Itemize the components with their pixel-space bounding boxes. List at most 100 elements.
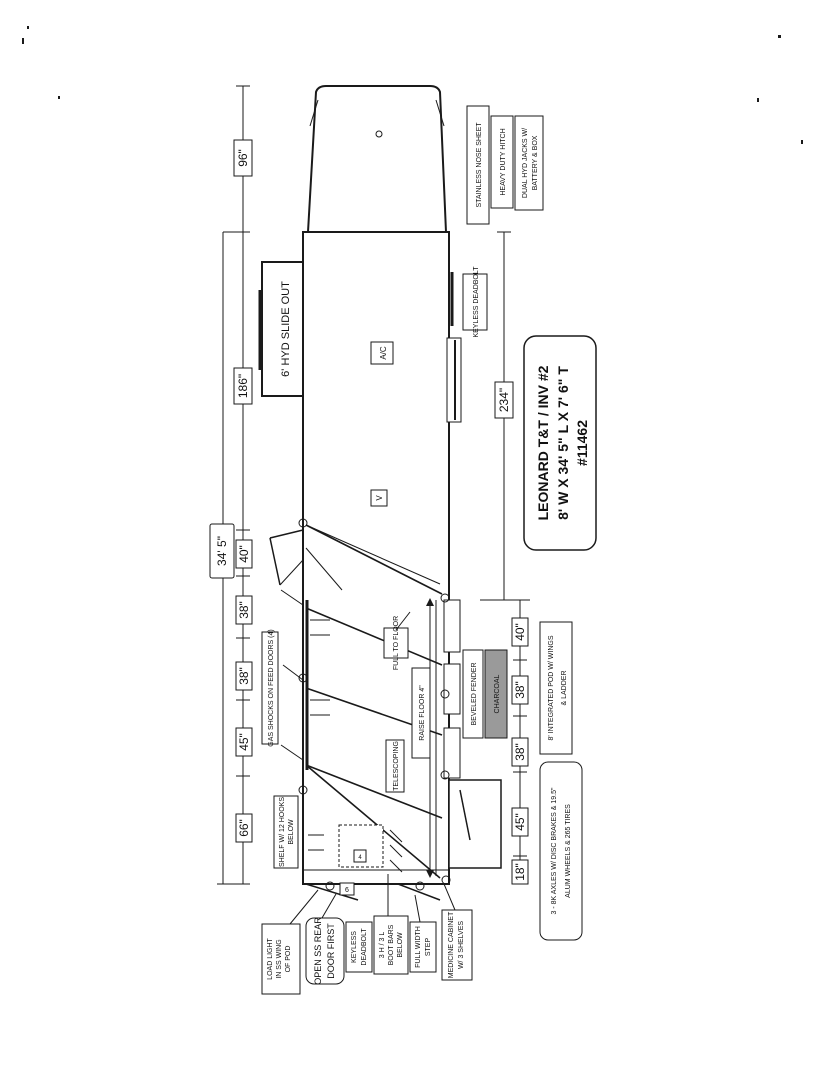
callout-telescoping: TELESCOPING bbox=[385, 739, 405, 793]
title-block: LEONARD T&T / INV #2 8' W X 34' 5" L X 7… bbox=[523, 335, 597, 551]
feed-door-ticks bbox=[310, 619, 330, 716]
dim-234: 234" bbox=[494, 381, 514, 419]
leader-lines bbox=[289, 611, 456, 925]
trailer-outline bbox=[302, 85, 450, 885]
callout-axles: 3 - 8K AXLES W/ DISC BRAKES & 19.5" ALUM… bbox=[539, 761, 583, 941]
dim-bottom-18: 18" bbox=[511, 859, 529, 885]
callout-boot-bars-line1: 3 H / 3 L bbox=[379, 932, 386, 959]
callout-keyless-side-text: KEYLESS DEADBOLT bbox=[473, 266, 480, 338]
title-line2: 8' W X 34' 5" L X 7' 6" T bbox=[555, 366, 571, 520]
rear-number-6: 6 bbox=[345, 887, 349, 894]
callout-boot-bars: 3 H / 3 L BOOT BARS BELOW bbox=[373, 915, 409, 975]
callout-shelf-hooks-line1: SHELF W/ 12 HOOKS bbox=[279, 797, 286, 867]
light-icon-1 bbox=[298, 518, 308, 528]
callout-boot-bars-line2: BOOT BARS bbox=[388, 924, 395, 965]
callout-axles-line1: 3 - 8K AXLES W/ DISC BRAKES & 19.5" bbox=[551, 787, 558, 914]
light-icons bbox=[298, 518, 451, 891]
callout-full-to-floor: FULL TO FLOOR bbox=[383, 616, 409, 670]
dim-top-45: 45" bbox=[235, 727, 253, 757]
callout-stainless-nose: STAINLESS NOSE SHEET bbox=[466, 105, 490, 225]
dim-top-45-text: 45" bbox=[237, 733, 251, 751]
dim-top-38b: 38" bbox=[235, 661, 253, 691]
callout-beveled-fender: BEVELED FENDER bbox=[462, 649, 484, 739]
rack-number-4: 4 bbox=[358, 855, 362, 861]
callout-jacks-line2: BATTERY & BOX bbox=[532, 135, 539, 190]
callout-full-width: FULL WIDTH STEP bbox=[409, 921, 437, 973]
callout-shelf-hooks-line2: BELOW bbox=[288, 819, 295, 845]
callout-full-width-line1: FULL WIDTH bbox=[415, 926, 422, 968]
callout-load-light: LOAD LIGHT IN SS WING OF POD bbox=[261, 923, 301, 995]
callout-shelf-hooks: SHELF W/ 12 HOOKS BELOW bbox=[273, 795, 299, 869]
dim-top-40: 40" bbox=[235, 539, 253, 569]
left-side-openings bbox=[280, 589, 309, 770]
callout-keyless-side: KEYLESS DEADBOLT bbox=[462, 266, 488, 338]
integrated-pod bbox=[448, 779, 502, 869]
light-icon-2 bbox=[440, 593, 450, 603]
callout-gas-shocks: GAS SHOCKS ON FEED DOORS (4) bbox=[261, 629, 279, 747]
callout-pod-line2: & LADDER bbox=[561, 670, 568, 705]
right-side-openings bbox=[443, 272, 462, 779]
callout-raise-floor: RAISE FLOOR 4" bbox=[411, 667, 431, 759]
light-icon-4 bbox=[440, 689, 450, 699]
callout-charcoal: CHARCOAL bbox=[484, 649, 508, 739]
callout-open-ss: OPEN SS REAR DOOR FIRST bbox=[305, 917, 345, 985]
dim-top-38b-text: 38" bbox=[237, 667, 251, 685]
dim-top-38: 38" bbox=[235, 595, 253, 625]
callout-jacks: DUAL HYD JACKS W/ BATTERY & BOX bbox=[514, 115, 544, 211]
callout-jacks-line1: DUAL HYD JACKS W/ bbox=[522, 128, 529, 198]
dim-186-text: 186" bbox=[236, 374, 250, 398]
callout-boot-bars-line3: BELOW bbox=[397, 932, 404, 958]
callout-hitch: HEAVY DUTY HITCH bbox=[490, 115, 514, 209]
callout-open-ss-line1: OPEN SS REAR bbox=[313, 917, 323, 985]
callout-medicine-line1: MEDICINE CABINET bbox=[448, 911, 455, 978]
dim-96: 96" bbox=[233, 139, 253, 177]
callout-open-ss-line2: DOOR FIRST bbox=[326, 923, 336, 979]
dim-bottom-45: 45" bbox=[511, 807, 529, 837]
dim-bottom-38b: 38" bbox=[511, 737, 529, 767]
dim-186: 186" bbox=[233, 367, 253, 405]
callout-medicine: MEDICINE CABINET W/ 3 SHELVES bbox=[441, 909, 473, 981]
callout-keyless-rear-line2: DEADBOLT bbox=[361, 928, 368, 966]
dim-bottom-45-text: 45" bbox=[513, 813, 527, 831]
callout-gas-shocks-text: GAS SHOCKS ON FEED DOORS (4) bbox=[268, 629, 275, 746]
callout-raise-floor-text: RAISE FLOOR 4" bbox=[419, 685, 426, 741]
vent-label: V bbox=[375, 495, 384, 501]
dim-bottom-38-text: 38" bbox=[513, 681, 527, 699]
rear-doors: 6 bbox=[305, 882, 441, 901]
title-line1: LEONARD T&T / INV #2 bbox=[535, 365, 551, 520]
dim-bottom-18-text: 18" bbox=[513, 863, 527, 881]
dim-96-text: 96" bbox=[236, 149, 250, 167]
roof-vent bbox=[370, 489, 388, 507]
dim-overall: 34' 5" bbox=[209, 523, 235, 579]
light-icon-5 bbox=[440, 770, 450, 780]
callout-keyless-rear-line1: KEYLESS bbox=[351, 931, 358, 963]
callout-axles-line2: ALUM WHEELS & 265 TIRES bbox=[565, 804, 572, 898]
callout-full-to-floor-text: FULL TO FLOOR bbox=[393, 616, 400, 670]
ac-unit bbox=[370, 341, 394, 365]
dim-overall-text: 34' 5" bbox=[215, 536, 229, 566]
trailer-body bbox=[302, 231, 450, 885]
kingpin-icon bbox=[375, 130, 383, 138]
callout-stainless-nose-text: STAINLESS NOSE SHEET bbox=[476, 122, 483, 208]
callout-load-light-line3: OF POD bbox=[285, 946, 292, 973]
dim-234-text: 234" bbox=[497, 388, 511, 412]
light-icon-7 bbox=[325, 881, 335, 891]
dim-bottom-40-text: 40" bbox=[513, 623, 527, 641]
left-dimension-lines bbox=[217, 85, 250, 885]
title-line3: #11462 bbox=[574, 420, 590, 466]
callout-beveled-fender-text: BEVELED FENDER bbox=[471, 662, 478, 725]
dim-top-38-text: 38" bbox=[237, 601, 251, 619]
light-icon-3 bbox=[298, 673, 308, 683]
slide-out: 6' HYD SLIDE OUT bbox=[258, 261, 304, 397]
light-icon-6 bbox=[298, 785, 308, 795]
dim-bottom-38: 38" bbox=[511, 675, 529, 705]
dim-top-40-text: 40" bbox=[237, 545, 251, 563]
ac-label: A/C bbox=[379, 346, 388, 360]
dim-bottom-38b-text: 38" bbox=[513, 743, 527, 761]
dim-bottom-40: 40" bbox=[511, 617, 529, 647]
light-icon-9 bbox=[441, 875, 451, 885]
dim-top-66-text: 66" bbox=[237, 819, 251, 837]
callout-charcoal-text: CHARCOAL bbox=[494, 674, 501, 713]
